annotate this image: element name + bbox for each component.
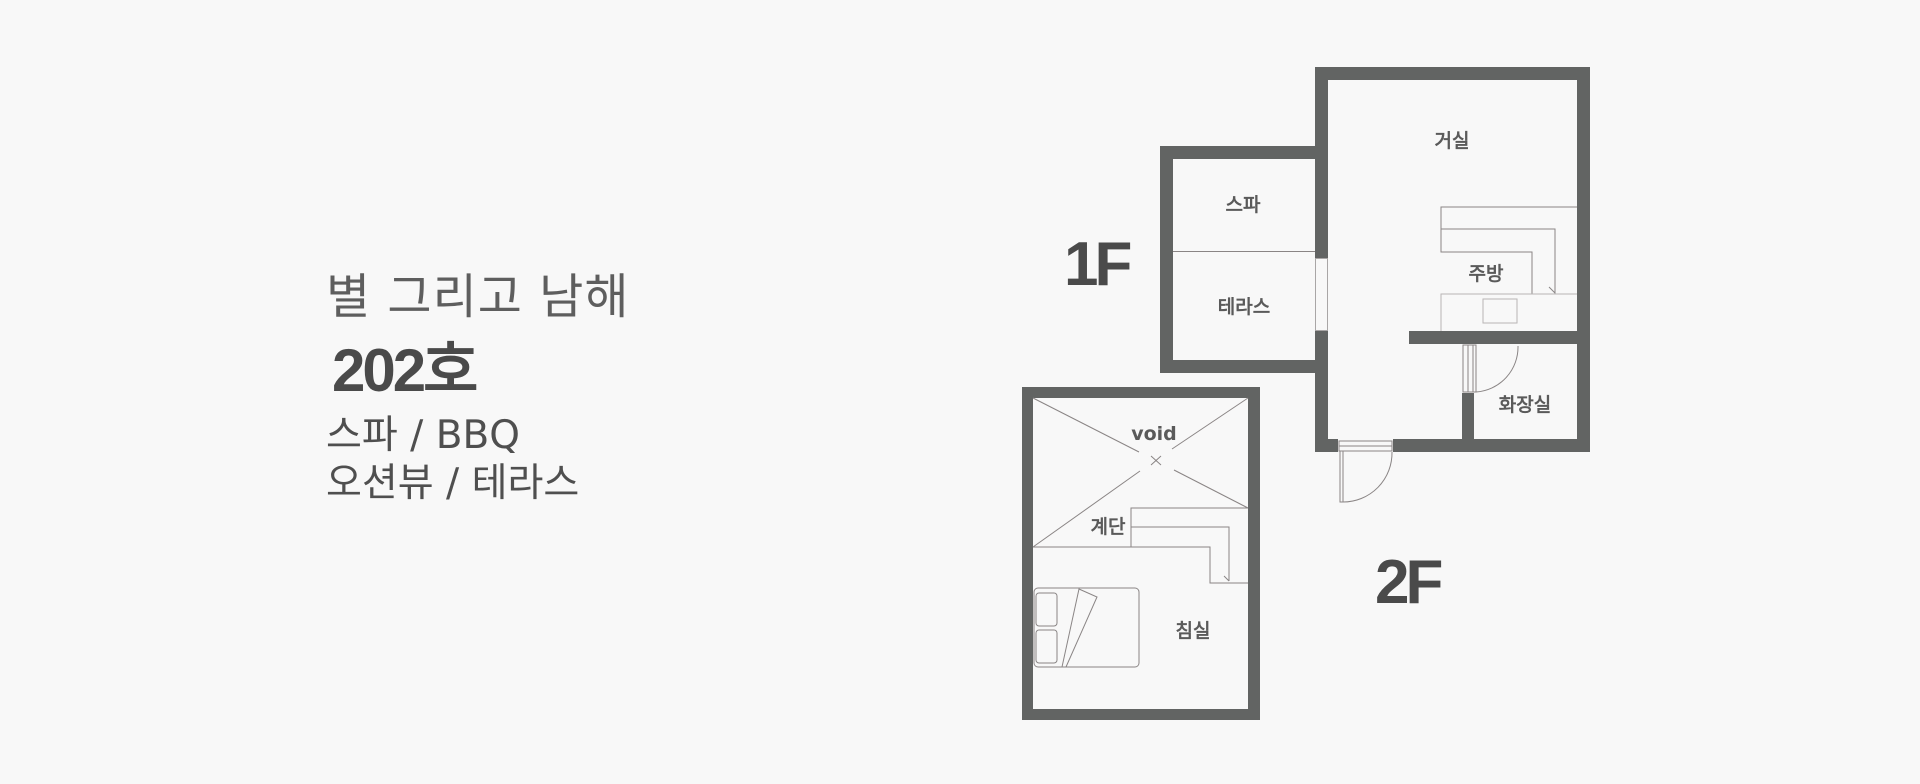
- room-label-kitchen: 주방: [1469, 263, 1504, 285]
- bathroom-door-icon: [1462, 344, 1519, 393]
- room-label-terrace: 테라스: [1218, 296, 1270, 318]
- wall: [1022, 387, 1033, 720]
- annex-walls: [1160, 146, 1328, 373]
- wall: [1393, 439, 1590, 452]
- feature-item: 스파 / BBQ: [326, 413, 520, 458]
- wall: [1160, 146, 1328, 159]
- property-info: 별 그리고 남해 202호 스파 / BBQ 오션뷰 / 테라스: [326, 262, 629, 508]
- wall: [1315, 67, 1590, 80]
- wall: [1022, 709, 1260, 720]
- stairs: [1033, 507, 1248, 584]
- stair-outline: [1441, 228, 1556, 294]
- wall: [1315, 67, 1328, 258]
- wall: [1022, 387, 1260, 398]
- feature-item: 오션뷰 / 테라스: [326, 461, 580, 506]
- room-number: 202호: [332, 337, 478, 404]
- void-cross-icon: [1032, 397, 1249, 548]
- stair-arrow-icon: [1548, 286, 1556, 294]
- window-icon: [1315, 258, 1328, 331]
- counter-outline: [1440, 293, 1577, 331]
- room-label-bathroom: 화장실: [1499, 394, 1551, 416]
- wall: [1248, 387, 1260, 720]
- floor-2f: 2F: [1022, 387, 1445, 720]
- floor-1f: 1F: [1064, 67, 1590, 503]
- stair-outline: [1440, 206, 1577, 294]
- room-label-bedroom: 침실: [1176, 620, 1211, 642]
- wall: [1160, 146, 1173, 373]
- stair-outline: [1130, 507, 1248, 547]
- bedroom-walls: [1022, 387, 1260, 720]
- main-walls: [1315, 67, 1590, 452]
- wall: [1577, 67, 1590, 452]
- stair-arrow-icon: [1223, 575, 1230, 582]
- wall: [1160, 360, 1328, 373]
- feature-list: 스파 / BBQ 오션뷰 / 테라스: [326, 412, 629, 508]
- room-label-living: 거실: [1435, 130, 1470, 152]
- wall: [1315, 439, 1338, 452]
- kitchen-partition-wall: [1409, 331, 1590, 344]
- room-label-stairs: 계단: [1091, 516, 1126, 538]
- sink-icon: [1482, 298, 1518, 324]
- bed-icon: [1033, 587, 1140, 668]
- stair-outline: [1131, 526, 1230, 581]
- stair-outline: [1033, 546, 1248, 584]
- floor-label-1f: 1F: [1064, 230, 1130, 299]
- room-label-void: void: [1131, 423, 1177, 445]
- entrance-door-icon: [1338, 440, 1393, 503]
- floor-label-2f: 2F: [1375, 548, 1441, 617]
- kitchen-counter: [1440, 206, 1577, 331]
- property-name: 별 그리고 남해: [326, 269, 630, 325]
- wall: [1315, 331, 1328, 452]
- bathroom-wall: [1462, 393, 1474, 452]
- room-label-spa: 스파: [1226, 194, 1261, 216]
